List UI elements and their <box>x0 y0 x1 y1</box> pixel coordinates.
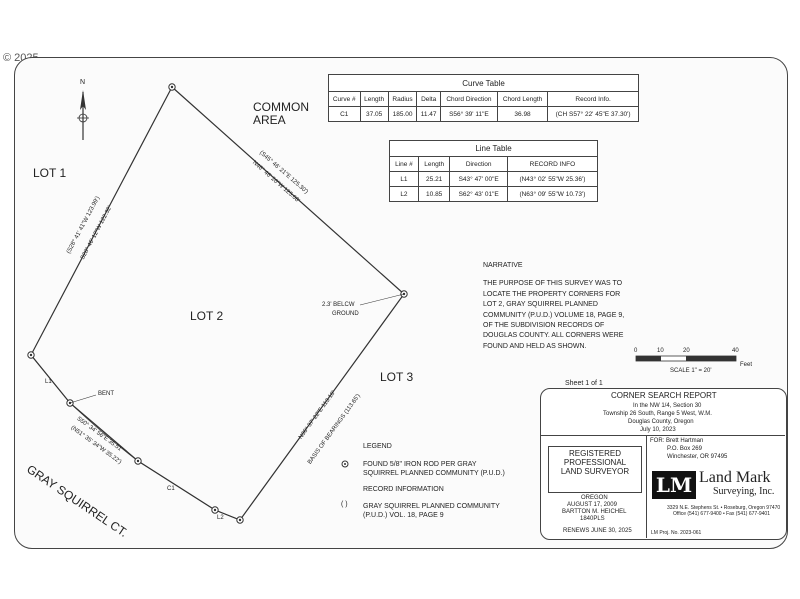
divider <box>541 435 785 436</box>
surveyor-stamp: REGISTERED PROFESSIONAL LAND SURVEYOR <box>548 446 642 493</box>
sheet-number: Sheet 1 of 1 <box>565 380 603 387</box>
north-arrow-icon <box>77 90 89 140</box>
company-address: 3329 N.E. Stephens St. • Roseburg, Orego… <box>667 505 781 511</box>
line-cell: S43° 47' 00"E <box>449 171 508 187</box>
curve-cell: 36.98 <box>496 106 549 122</box>
curve-header-cell: Chord Length <box>496 91 549 107</box>
report-line-1: In the NW 1/4, Section 30 <box>633 403 702 409</box>
line-cell: (N43° 02' 55"W 25.36') <box>506 171 599 187</box>
line-cell: 10.85 <box>417 186 451 202</box>
narrative-text: THE PURPOSE OF THIS SURVEY WAS TO LOCATE… <box>483 280 625 350</box>
stamp-line-3: LAND SURVEYOR <box>560 467 630 476</box>
for-label: FOR: Brett Hartman <box>650 438 704 444</box>
scale-label: SCALE 1" = 20' <box>670 368 712 374</box>
for-address-1: P.O. Box 269 <box>667 446 702 452</box>
stamp-number: 1840PLS <box>580 516 605 522</box>
stamp-line-1: REGISTERED <box>568 449 621 458</box>
title-block <box>540 388 787 540</box>
legend-record-text: GRAY SQUIRREL PLANNED COMMUNITY (P.U.D.)… <box>363 503 500 519</box>
curve-cell: 185.00 <box>387 106 418 122</box>
stamp-name: BARTTON M. HEICHEL <box>562 509 627 515</box>
l2-label: L2 <box>217 515 224 521</box>
belcw-label: 2.3' BELCW <box>322 302 355 308</box>
report-line-2: Township 26 South, Range 5 West, W.M. <box>603 411 712 417</box>
scale-tick: 20 <box>683 348 690 354</box>
for-address-2: Winchester, OR 97495 <box>667 454 728 460</box>
report-date: July 10, 2023 <box>640 427 676 433</box>
legend-found: FOUND 5/8" IRON ROD PER GRAY SQUIRREL PL… <box>363 461 505 477</box>
scale-unit: Feet <box>740 362 753 368</box>
north-label: N <box>80 79 86 86</box>
curve-cell: (CH S57° 22' 45"E 37.30') <box>547 106 639 122</box>
line-cell: 25.21 <box>417 171 451 187</box>
table-row: L1 25.21 S43° 47' 00"E (N43° 02' 55"W 25… <box>389 171 599 187</box>
ground-label: GROUND <box>332 311 359 317</box>
curve-cell: C1 <box>328 106 361 122</box>
table-row: L2 10.85 S62° 43' 01"E (N63° 09' 55"W 10… <box>389 186 599 202</box>
lot-3-label: LOT 3 <box>380 370 414 384</box>
line-header-cell: Length <box>417 156 451 172</box>
table-row: C1 37.05 185.00 11.47 S56° 39' 11"E 36.9… <box>328 106 639 122</box>
curve-header-cell: Radius <box>387 91 418 107</box>
curve-cell: S56° 39' 11"E <box>439 106 498 122</box>
c1-label: C1 <box>167 486 175 492</box>
legend-record-symbol: ( ) <box>341 501 348 508</box>
line-header-cell: Line # <box>389 156 419 172</box>
line-table: Line # Length Direction RECORD INFO L1 2… <box>389 156 599 202</box>
line-header-cell: Direction <box>449 156 508 172</box>
narrative-heading: NARRATIVE <box>483 262 523 269</box>
bent-label: BENT <box>98 391 115 397</box>
scale-bar <box>635 355 737 362</box>
lot-1-label: LOT 1 <box>33 166 67 180</box>
curve-header-cell: Delta <box>416 91 441 107</box>
line-header-cell: RECORD INFO <box>506 156 599 172</box>
company-phone: Office (541) 677-9400 • Fax (541) 677-94… <box>673 511 770 517</box>
l1-label: L1 <box>45 379 52 385</box>
lot-2-label: LOT 2 <box>190 309 224 323</box>
line-cell: S62° 43' 01"E <box>449 186 508 202</box>
divider <box>646 435 647 538</box>
table-row: Line # Length Direction RECORD INFO <box>389 156 599 172</box>
report-line-3: Douglas County, Oregon <box>628 419 694 425</box>
legend-title: LEGEND <box>363 443 392 450</box>
curve-header-cell: Record Info. <box>547 91 639 107</box>
curve-header-cell: Curve # <box>328 91 361 107</box>
line-cell: L2 <box>389 186 419 202</box>
scale-tick: 0 <box>634 348 638 354</box>
legend-record-title: RECORD INFORMATION <box>363 486 444 493</box>
line-cell: L1 <box>389 171 419 187</box>
stamp-state: OREGON <box>581 495 608 501</box>
curve-cell: 37.05 <box>359 106 389 122</box>
stamp-date: AUGUST 17, 2009 <box>567 502 617 508</box>
scale-tick: 40 <box>732 348 739 354</box>
land-mark-logo: LM <box>652 471 696 499</box>
scale-tick: 10 <box>657 348 664 354</box>
job-number: LM Proj. No. 2023-061 <box>651 530 702 536</box>
report-title: CORNER SEARCH REPORT <box>611 391 717 400</box>
company-name-2: Surveying, Inc. <box>713 486 775 497</box>
stamp-line-2: PROFESSIONAL <box>563 458 627 467</box>
common-area-label: COMMON AREA <box>253 100 309 127</box>
curve-header-cell: Length <box>359 91 389 107</box>
line-table-title: Line Table <box>389 140 598 157</box>
curve-table-title: Curve Table <box>328 74 639 92</box>
company-name: Land Mark <box>699 469 771 486</box>
stamp-renews: RENEWS JUNE 30, 2025 <box>563 528 632 534</box>
curve-table: Curve # Length Radius Delta Chord Direct… <box>328 91 639 122</box>
narrative: NARRATIVE THE PURPOSE OF THIS SURVEY WAS… <box>483 261 633 352</box>
table-row: Curve # Length Radius Delta Chord Direct… <box>328 91 639 107</box>
curve-header-cell: Chord Direction <box>439 91 498 107</box>
curve-cell: 11.47 <box>416 106 441 122</box>
line-cell: (N63° 09' 55"W 10.73') <box>506 186 599 202</box>
